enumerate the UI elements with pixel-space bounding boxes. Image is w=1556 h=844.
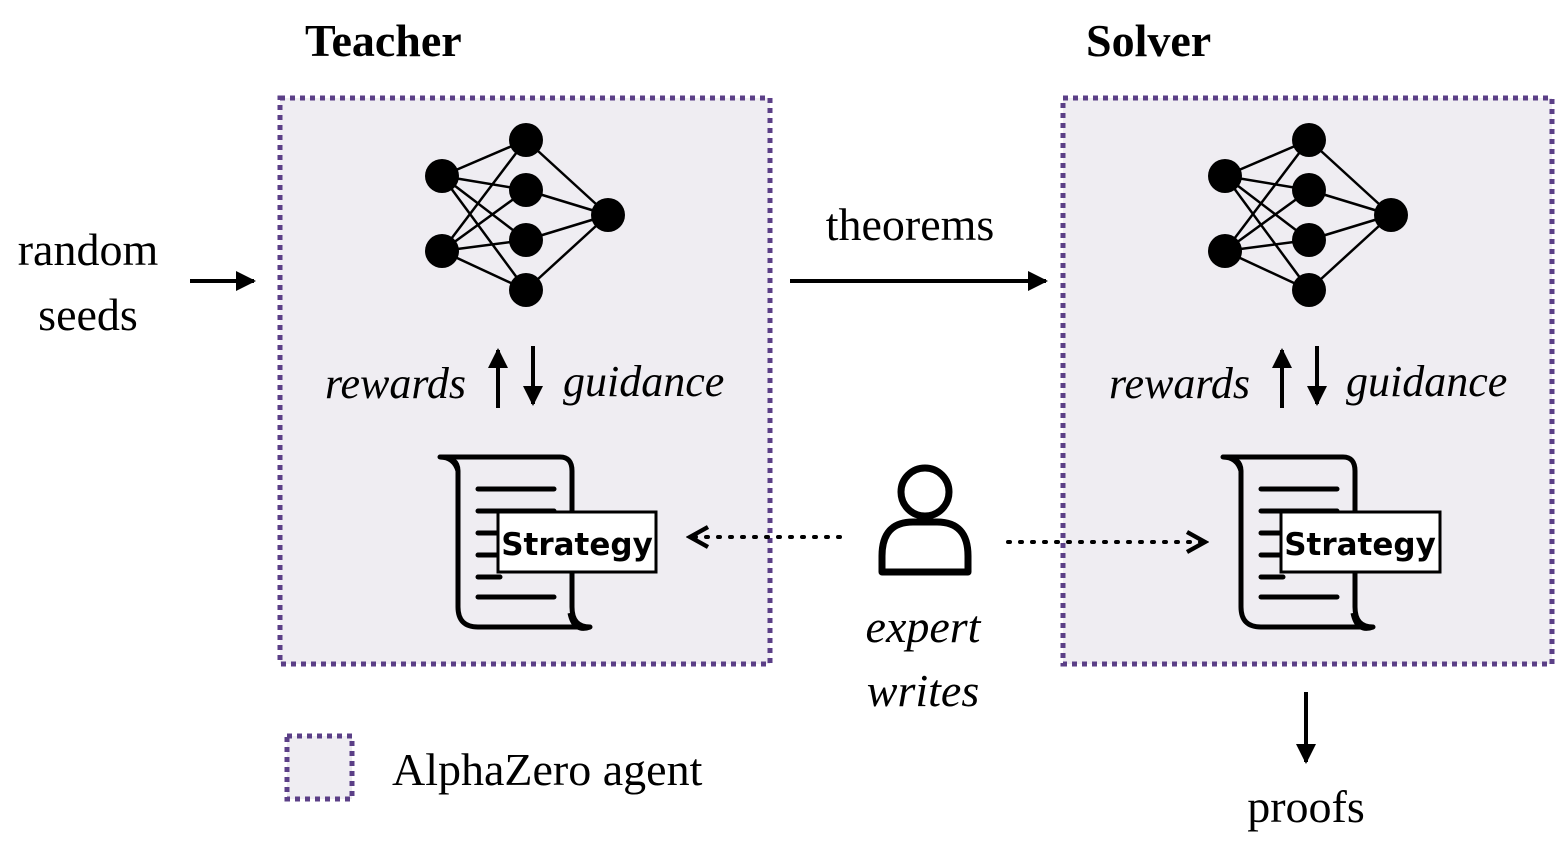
expert-label-line2: writes	[867, 665, 979, 716]
person-icon	[878, 464, 972, 576]
legend-swatch	[284, 733, 355, 802]
solver-title: Solver	[1086, 15, 1211, 66]
theorems-label: theorems	[826, 199, 995, 250]
teacher-strategy-box	[496, 510, 658, 574]
teacher-strategy-label: Strategy	[501, 527, 653, 563]
proofs-label: proofs	[1247, 781, 1365, 832]
random-seeds-line2: seeds	[38, 289, 138, 340]
teacher-title: Teacher	[305, 15, 462, 66]
teacher-rewards-label: rewards	[325, 359, 466, 408]
legend-label: AlphaZero agent	[392, 744, 703, 795]
solver-strategy-box	[1279, 510, 1442, 574]
expert-label-line1: expert	[866, 601, 982, 652]
random-seeds-line1: random	[18, 224, 159, 275]
solver-guidance-label: guidance	[1346, 357, 1507, 406]
teacher-guidance-label: guidance	[563, 357, 724, 406]
solver-strategy-label: Strategy	[1284, 527, 1436, 563]
solver-rewards-label: rewards	[1109, 359, 1250, 408]
